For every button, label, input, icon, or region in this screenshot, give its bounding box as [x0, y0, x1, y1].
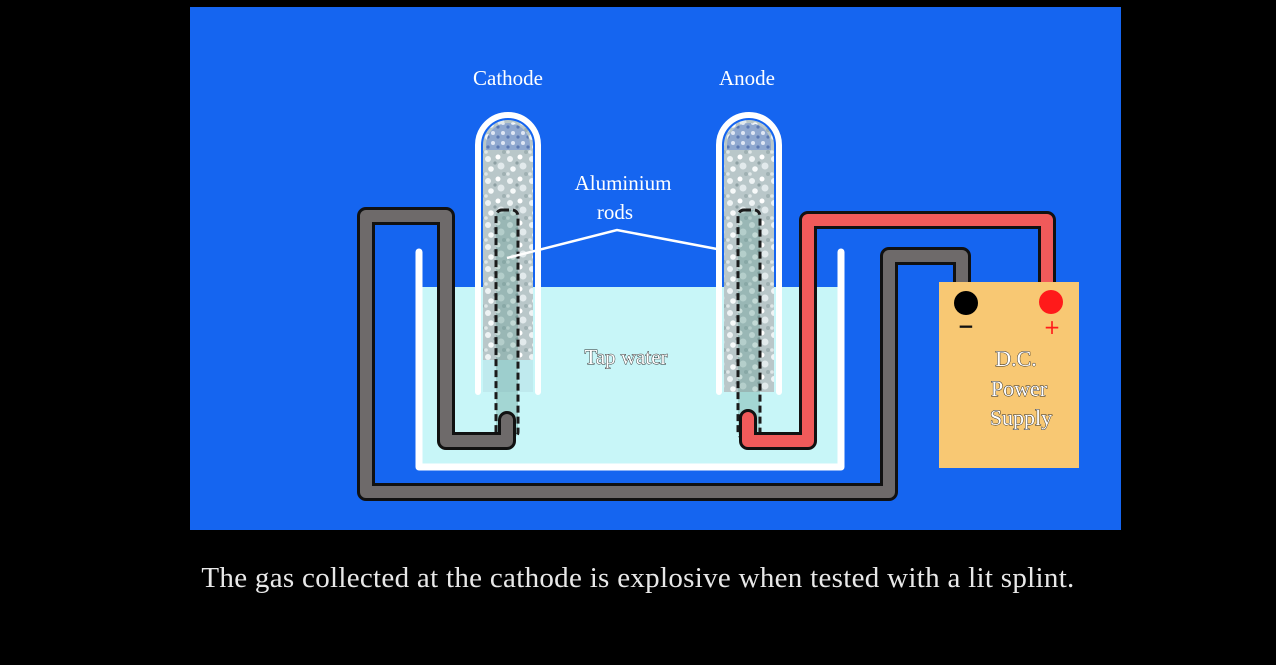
- negative-terminal: [954, 291, 978, 315]
- cathode-tube-water: [483, 360, 533, 392]
- anode-rod: [736, 208, 762, 440]
- beaker: [415, 248, 845, 471]
- plus-sign: +: [1044, 315, 1061, 339]
- caption: The gas collected at the cathode is expl…: [201, 562, 1075, 594]
- psu-label-line1: D.C.: [995, 346, 1037, 371]
- rods-label-line2: rods: [597, 200, 633, 224]
- psu-label-line2: Power: [991, 376, 1048, 401]
- rods-pointer: [506, 228, 718, 260]
- anode-label: Anode: [719, 66, 775, 90]
- cathode-rod: [494, 208, 520, 440]
- cathode-gas: [483, 120, 533, 360]
- anode-tube: [716, 112, 782, 395]
- positive-terminal: [1039, 290, 1063, 314]
- rods-label-line1: Aluminium: [575, 171, 672, 195]
- tap-water-label: Tap water: [584, 345, 667, 369]
- anode-gas-top: [727, 123, 771, 150]
- cathode-label: Cathode: [473, 66, 543, 90]
- cathode-gas-top: [486, 123, 530, 150]
- minus-sign: −: [958, 314, 975, 338]
- psu-label-line3: Supply: [990, 405, 1052, 430]
- cathode-tube: [475, 112, 541, 395]
